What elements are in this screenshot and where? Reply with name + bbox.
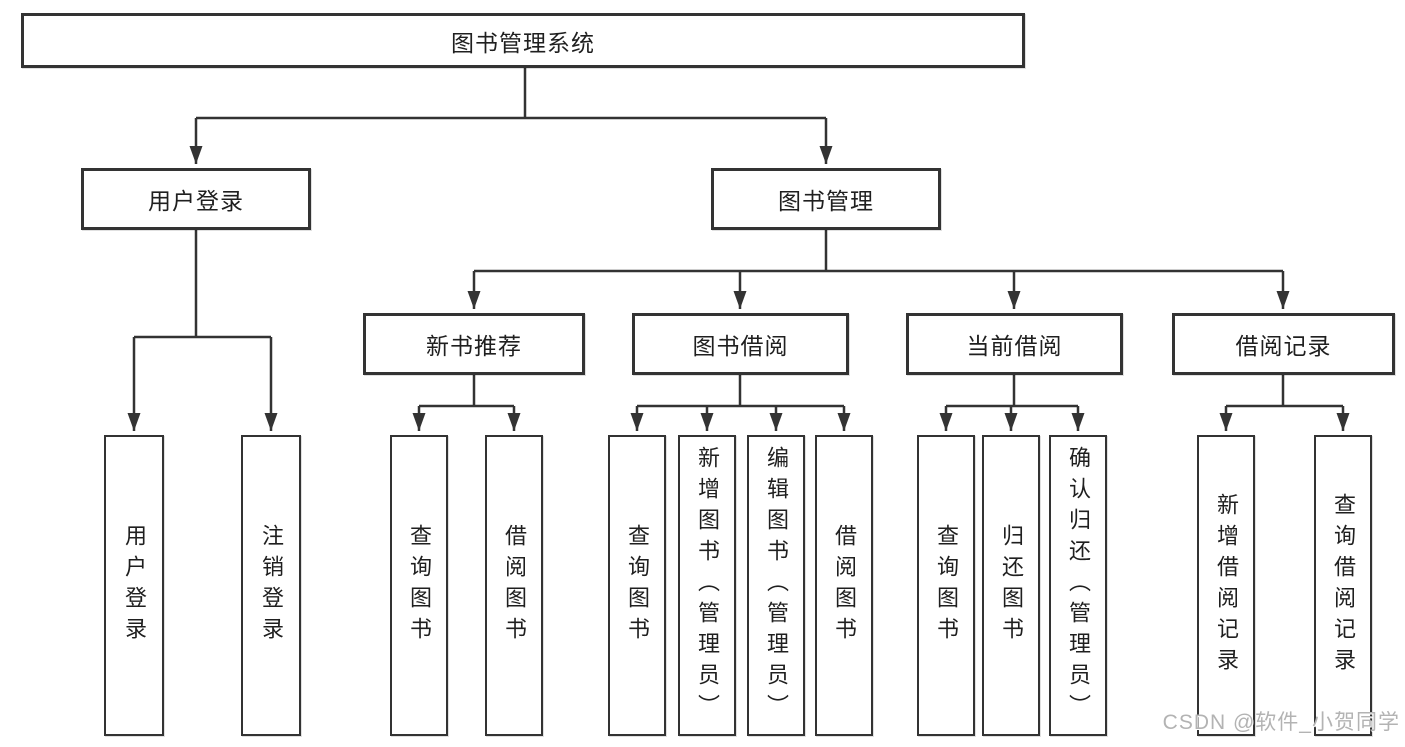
connector-arrows-group: [127, 118, 1350, 431]
node-current-borrowing: 当前借阅: [906, 313, 1123, 375]
node-borrowing-records: 借阅记录: [1172, 313, 1395, 375]
connector-lines-group: [134, 68, 1343, 408]
leaf-query-books-current: 查询图书: [917, 435, 975, 736]
leaf-user-login: 用户登录: [104, 435, 164, 736]
leaf-query-books-borrow: 查询图书: [608, 435, 666, 736]
leaf-query-borrow-record: 查询借阅记录: [1314, 435, 1372, 736]
leaf-return-books: 归还图书: [982, 435, 1040, 736]
csdn-watermark: CSDN @软件_小贺同学: [1162, 711, 1400, 734]
leaf-borrow-books-recommend: 借阅图书: [485, 435, 543, 736]
leaf-logout: 注销登录: [241, 435, 301, 736]
node-book-borrowing: 图书借阅: [632, 313, 849, 375]
leaf-add-borrow-record: 新增借阅记录: [1197, 435, 1255, 736]
leaf-confirm-return-admin: 确认归还（管理员）: [1049, 435, 1107, 736]
leaf-query-books-recommend: 查询图书: [390, 435, 448, 736]
node-user-login-group: 用户登录: [81, 168, 311, 230]
leaf-add-books-admin: 新增图书（管理员）: [678, 435, 736, 736]
leaf-edit-books-admin: 编辑图书（管理员）: [747, 435, 805, 736]
node-new-book-recommendation: 新书推荐: [363, 313, 585, 375]
leaf-borrow-books: 借阅图书: [815, 435, 873, 736]
node-library-system: 图书管理系统: [21, 13, 1025, 68]
node-book-management: 图书管理: [711, 168, 941, 230]
